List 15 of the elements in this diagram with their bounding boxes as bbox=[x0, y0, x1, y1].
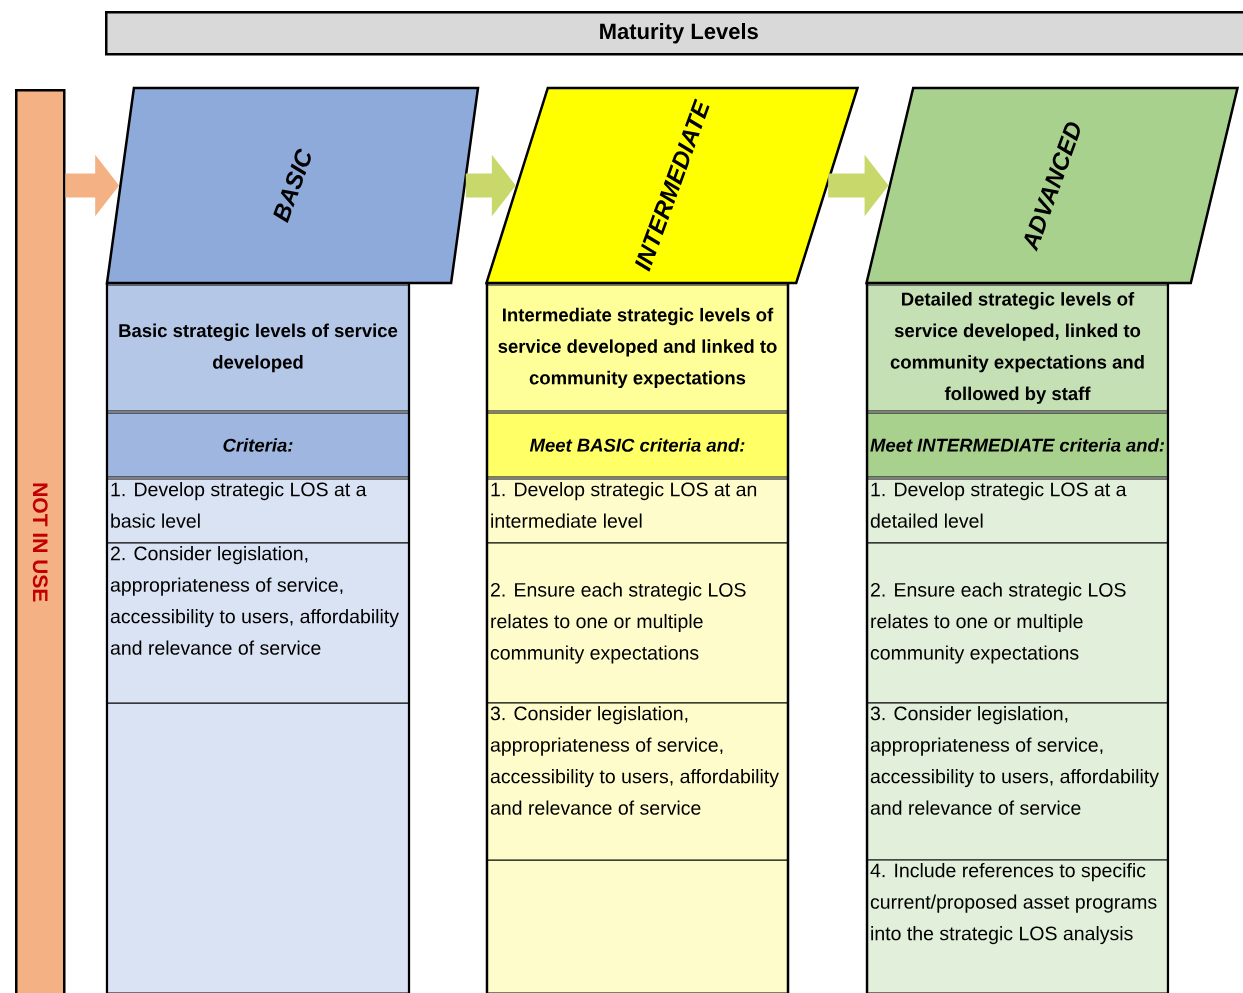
description-cell: Detailed strategic levels of service developed, linked to community expectations and followed by staff bbox=[866, 284, 1169, 412]
criteria-cell: 3. Consider legislation, appropriateness of service, accessibility to users, affordability and relevance of service bbox=[866, 702, 1169, 861]
criteria-cell: 3. Consider legislation, appropriateness of service, accessibility to users, affordability and relevance of service bbox=[486, 702, 789, 861]
criteria-cell: 1. Develop strategic LOS at an intermediate level bbox=[486, 478, 789, 544]
status-bar: NOT IN USE bbox=[15, 89, 66, 993]
criteria-cell: 4. Include references to specific current/proposed asset programs into the strategic LOS analysis bbox=[866, 859, 1169, 993]
level-parallelogram: BASIC bbox=[105, 86, 480, 285]
title-band: Maturity Levels bbox=[105, 11, 1243, 56]
description-cell: Basic strategic levels of service developed bbox=[106, 284, 410, 412]
criteria-heading: Meet INTERMEDIATE criteria and: bbox=[866, 412, 1169, 478]
description-cell: Intermediate strategic levels of service developed and linked to community expectations bbox=[486, 284, 789, 412]
criteria-cell: 1. Develop strategic LOS at a detailed level bbox=[866, 478, 1169, 544]
criteria-heading: Criteria: bbox=[106, 412, 410, 478]
criteria-heading: Meet BASIC criteria and: bbox=[486, 412, 789, 478]
criteria-cell: 1. Develop strategic LOS at a basic level bbox=[106, 478, 410, 544]
